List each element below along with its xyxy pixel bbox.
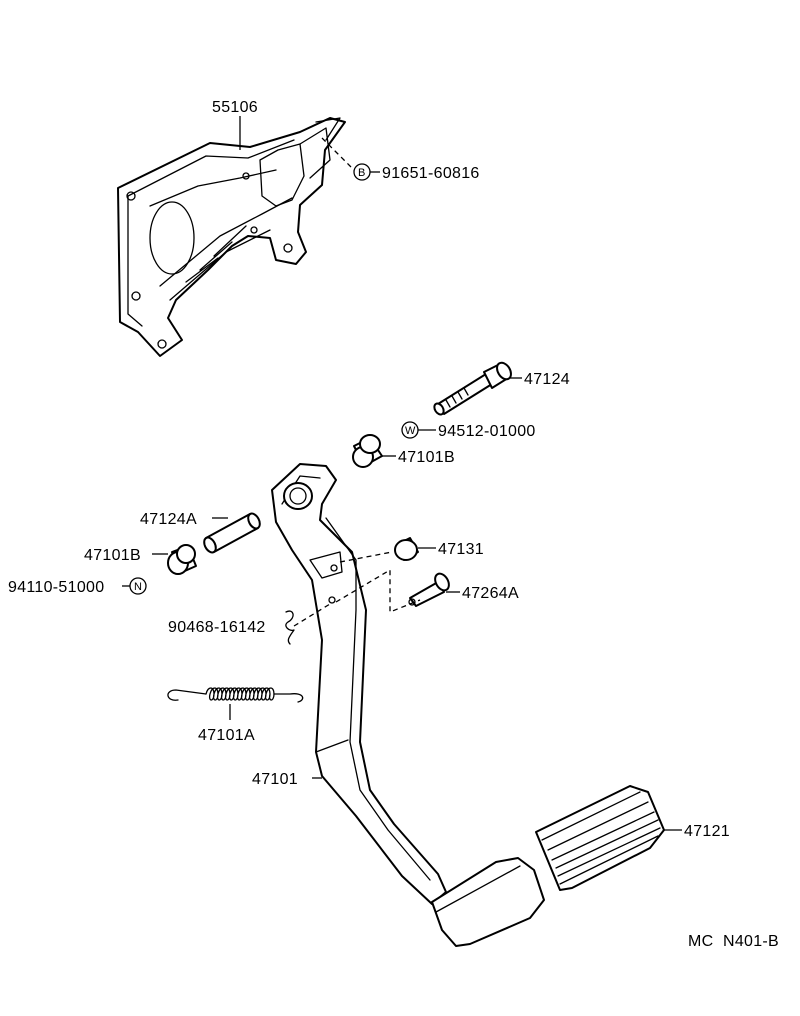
label-47131: 47131 [438, 541, 484, 558]
collar-47124A [203, 512, 261, 554]
bushing-47101B-top [352, 434, 383, 468]
bolt-b-letter: B [358, 167, 365, 179]
nut-n-symbol: N [129, 577, 147, 595]
pedal-arm-47101 [271, 463, 545, 947]
label-47101B-left: 47101B [84, 547, 141, 564]
dash-47264A [335, 568, 421, 613]
pedal-pad-47121 [535, 785, 665, 891]
label-47101B-top: 47101B [398, 449, 455, 466]
pin-47264A [408, 572, 450, 607]
spring-47101A [167, 687, 304, 703]
label-91651-60816: 91651-60816 [382, 165, 480, 182]
bushing-47101B-left [167, 544, 197, 575]
label-47124A: 47124A [140, 511, 197, 528]
label-47124: 47124 [524, 371, 570, 388]
dash-90468 [293, 603, 331, 627]
label-90468-16142: 90468-16142 [168, 619, 266, 636]
label-55106: 55106 [212, 99, 258, 116]
bolt-b-symbol: B [353, 163, 371, 181]
pedal-bracket-55106 [117, 117, 346, 357]
washer-w-letter: W [405, 425, 416, 437]
label-94110-51000: 94110-51000 [8, 579, 104, 596]
nut-n-letter: N [134, 581, 142, 593]
diagram-code: MC N401-B [688, 933, 779, 950]
label-94512-01000: 94512-01000 [438, 423, 536, 440]
bolt-47124 [433, 361, 512, 416]
label-47101A: 47101A [198, 727, 255, 744]
clip-90468 [285, 610, 295, 645]
label-47264A: 47264A [462, 585, 519, 602]
leader-91651 [321, 137, 355, 171]
stopper-47131 [394, 537, 419, 561]
washer-w-symbol: W [401, 421, 419, 439]
label-47121: 47121 [684, 823, 730, 840]
label-47101: 47101 [252, 771, 298, 788]
